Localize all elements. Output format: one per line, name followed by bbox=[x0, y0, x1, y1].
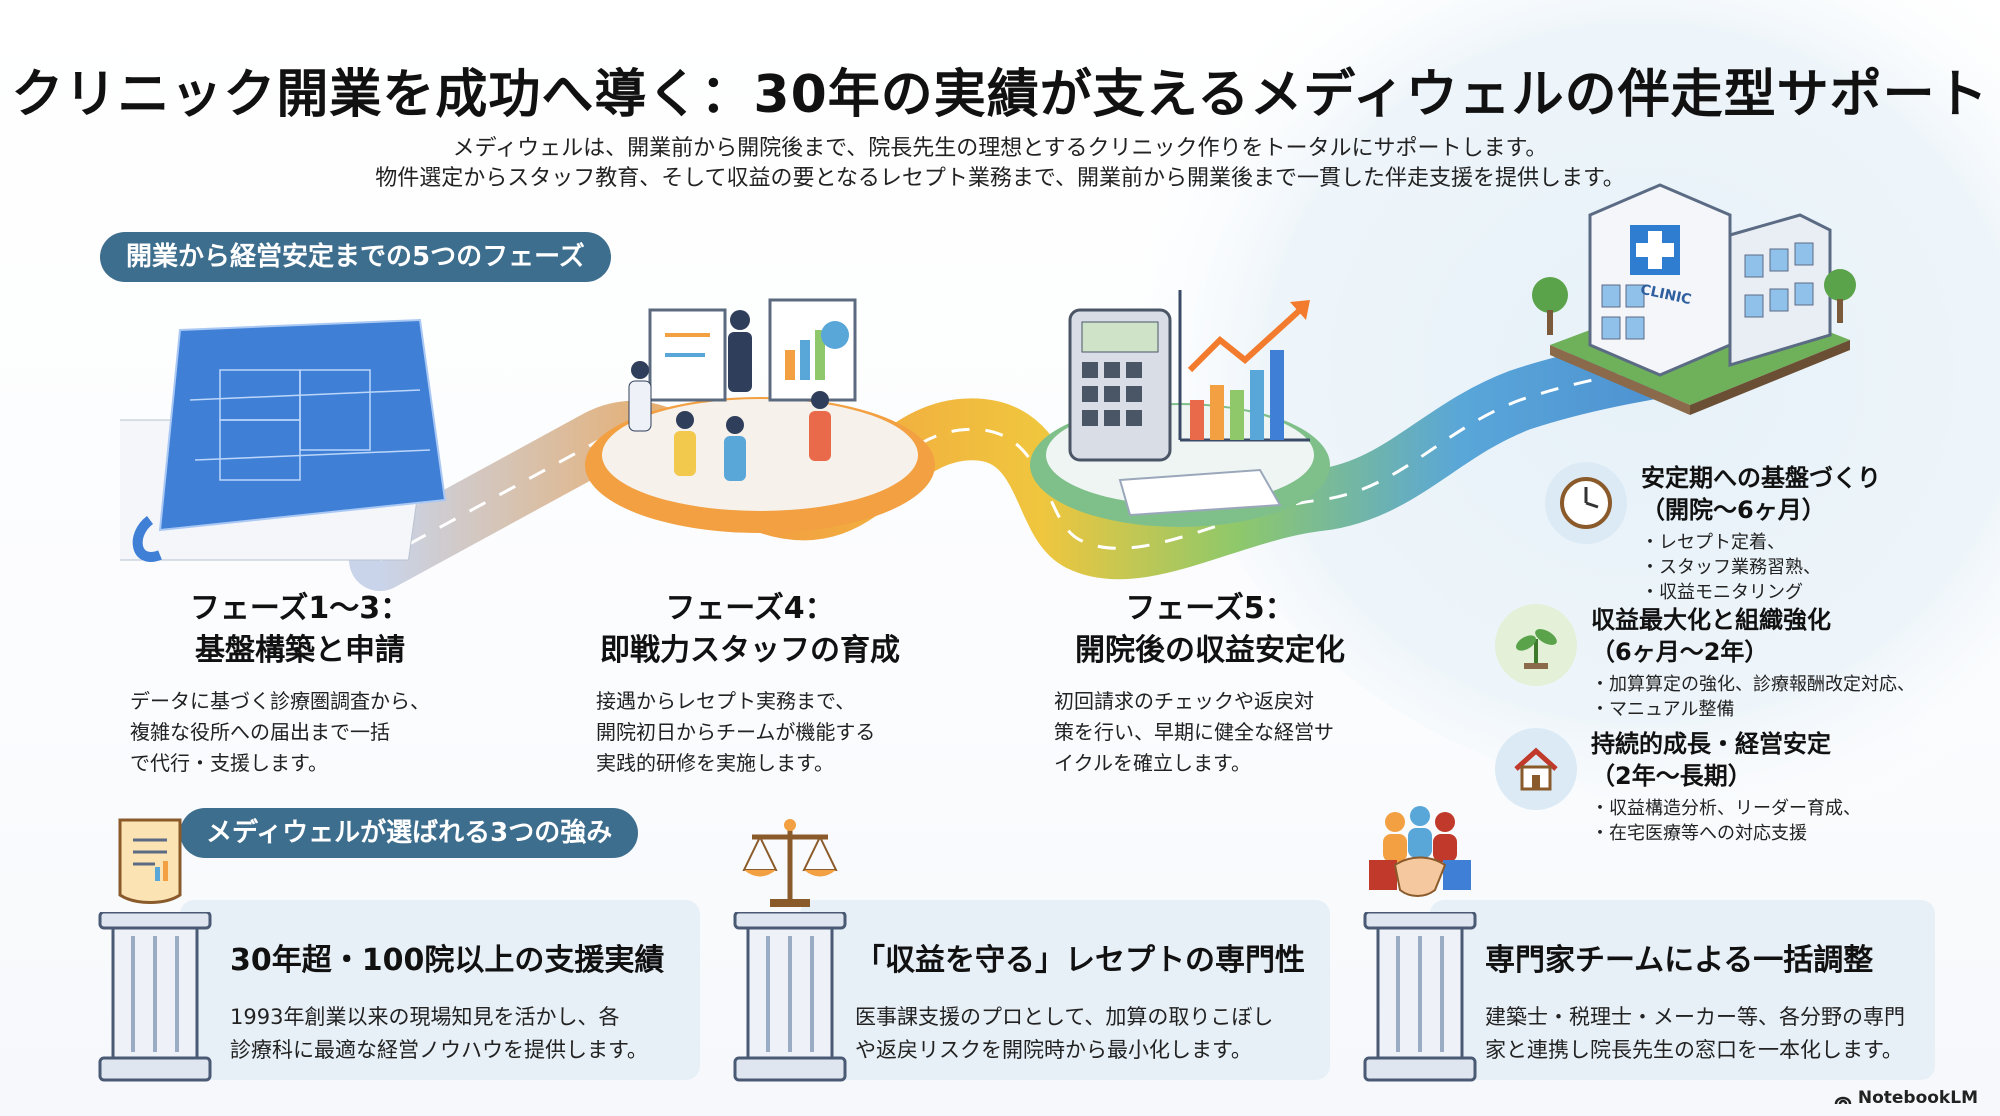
strength-2-text: 「収益を守る」レセプトの専門性 医事課支援のプロとして、加算の取りこぼし や返戻… bbox=[855, 935, 1315, 1067]
phase-1-3-title: フェーズ1〜3： 基盤構築と申請 bbox=[189, 591, 411, 668]
phase-1-3: フェーズ1〜3： 基盤構築と申請 データに基づく診療圏調査から、 複雑な役所への… bbox=[130, 588, 470, 779]
milestone-3: 持続的成長・経営安定 （2年〜長期） 収益構造分析、リーダー育成、 在宅医療等へ… bbox=[1495, 728, 1861, 846]
finance-icon bbox=[1068, 290, 1310, 517]
section-label-phases: 開業から経営安定までの5つのフェーズ bbox=[100, 232, 611, 282]
page-title: クリニック開業を成功へ導く：30年の実績が支えるメディウェルの伴走型サポート bbox=[11, 65, 1989, 125]
clock-icon bbox=[1545, 462, 1627, 544]
strength-2-desc: 医事課支援のプロとして、加算の取りこぼし や返戻リスクを開院時から最小化します。 bbox=[855, 1005, 1274, 1062]
milestone-2: 収益最大化と組織強化 （6ヶ月〜2年） 加算算定の強化、診療報酬改定対応、 マニ… bbox=[1495, 604, 1915, 722]
phase-4-desc: 接遇からレセプト実務まで、 開院初日からチームが機能する 実践的研修を実施します… bbox=[596, 689, 876, 775]
blueprint-icon bbox=[120, 318, 447, 562]
phase-4-title: フェーズ4： 即戦力スタッフの育成 bbox=[600, 591, 900, 668]
phase-1-3-desc: データに基づく診療圏調査から、 複雑な役所への届出まで一括 で代行・支援します。 bbox=[130, 689, 430, 775]
notebooklm-icon bbox=[1834, 1096, 1852, 1105]
scale-icon bbox=[742, 819, 838, 907]
handshake-icon bbox=[1369, 806, 1471, 897]
strength-card-3 bbox=[1430, 900, 1935, 1080]
strength-3-text: 専門家チームによる一括調整 建築士・税理士・メーカー等、各分野の専門 家と連携し… bbox=[1485, 935, 1925, 1067]
strength-3-desc: 建築士・税理士・メーカー等、各分野の専門 家と連携し院長先生の窓口を一本化します… bbox=[1485, 1005, 1905, 1062]
milestone-1: 安定期への基盤づくり （開院〜6ヶ月） レセプト定着、 スタッフ業務習熟、 収益… bbox=[1545, 462, 1881, 605]
certificate-icon bbox=[118, 818, 182, 904]
brand-logo: NotebookLM bbox=[1834, 1088, 1978, 1108]
strength-card-2 bbox=[800, 900, 1330, 1080]
subtitle-line-2: 物件選定からスタッフ教育、そして収益の要となるレセプト業務まで、開業前から開業後… bbox=[375, 166, 1625, 191]
pillar-icon bbox=[1363, 912, 1477, 1082]
phase-5: フェーズ5： 開院後の収益安定化 初回請求のチェックや返戻対 策を行い、早期に健… bbox=[1040, 588, 1380, 779]
house-icon bbox=[1495, 728, 1577, 810]
section-label-strengths: メディウェルが選ばれる3つの強み bbox=[180, 808, 639, 858]
training-icon bbox=[628, 298, 857, 481]
subtitle-line-1: メディウェルは、開業前から開院後まで、院長先生の理想とするクリニック作りをトータ… bbox=[452, 136, 1548, 161]
strength-3-title: 専門家チームによる一括調整 bbox=[1485, 943, 1874, 978]
sprout-icon bbox=[1495, 604, 1577, 686]
pillar-icon bbox=[98, 912, 212, 1082]
strength-2-title: 「収益を守る」レセプトの専門性 bbox=[855, 943, 1305, 978]
clinic-building-icon bbox=[1532, 183, 1856, 415]
phase-4: フェーズ4： 即戦力スタッフの育成 接遇からレセプト実務まで、 開院初日からチー… bbox=[580, 588, 920, 779]
phase-5-desc: 初回請求のチェックや返戻対 策を行い、早期に健全な経営サ イクルを確立します。 bbox=[1054, 689, 1334, 775]
phase-5-title: フェーズ5： 開院後の収益安定化 bbox=[1075, 591, 1345, 668]
strength-1-title: 30年超・100院以上の支援実績 bbox=[230, 943, 665, 978]
strength-1-text: 30年超・100院以上の支援実績 1993年創業以来の現場知見を活かし、各 診療… bbox=[230, 935, 690, 1067]
pillar-icon bbox=[733, 912, 847, 1082]
strength-card-1 bbox=[180, 900, 700, 1080]
strength-1-desc: 1993年創業以来の現場知見を活かし、各 診療科に最適な経営ノウハウを提供します… bbox=[230, 1005, 648, 1062]
